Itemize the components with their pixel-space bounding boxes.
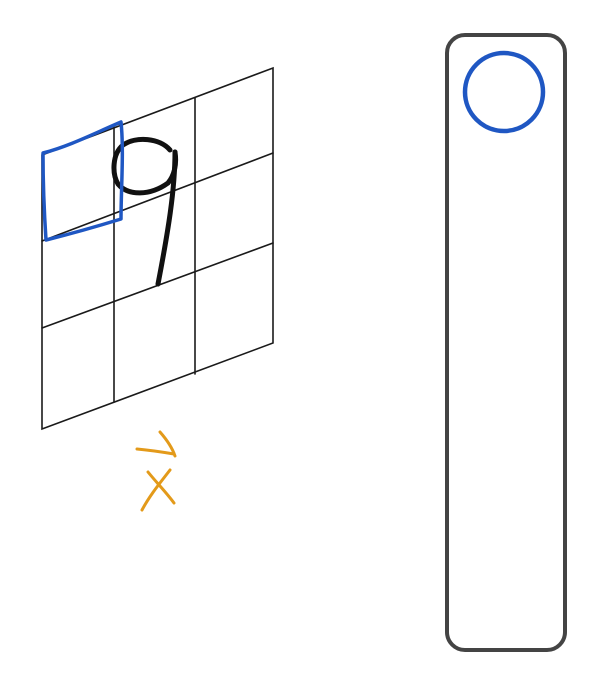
grid-horizontal-line-1 bbox=[41, 152, 274, 242]
vector-x-label bbox=[135, 430, 177, 512]
highlighted-pixel-cell bbox=[41, 120, 125, 242]
handwritten-digit-nine bbox=[111, 136, 179, 287]
column-vector-first-entry bbox=[462, 50, 546, 134]
grid-outline bbox=[41, 66, 274, 431]
column-vector-outline bbox=[445, 33, 567, 652]
pixel-grid bbox=[41, 66, 274, 431]
